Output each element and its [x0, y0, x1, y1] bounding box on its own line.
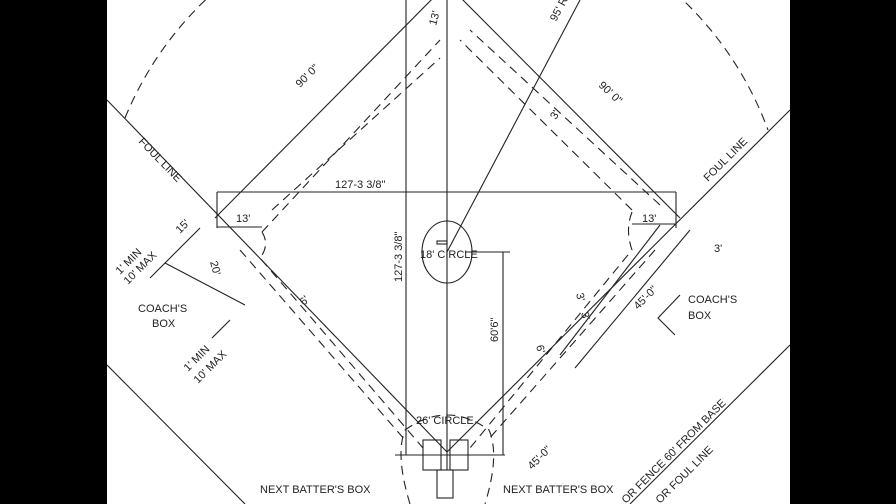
- label-diagonal-h: 127-3 3/8": [335, 179, 385, 191]
- label-coach-left: COACH'S: [138, 303, 187, 315]
- label-diagonal-v: 127-3 3/8": [393, 232, 405, 282]
- batters-box-left: [422, 439, 442, 471]
- label-18-circle: 18' CIRCLE: [420, 249, 478, 261]
- infield-dashed-left-2: [239, 57, 441, 441]
- outfield-arc: [124, 0, 769, 131]
- pitchers-rubber: [436, 240, 448, 245]
- fence-line-left: [106, 364, 246, 504]
- label-20: 20': [207, 260, 222, 277]
- label-3-a: 3': [573, 292, 587, 303]
- infield-dashed-right-2: [469, 29, 661, 441]
- radius-line: [446, 0, 581, 253]
- label-next-batter-left: NEXT BATTER'S BOX: [260, 484, 371, 496]
- fence-line-right: [629, 344, 791, 504]
- label-next-batter-right: NEXT BATTER'S BOX: [503, 484, 614, 496]
- label-3-right: 3': [714, 243, 722, 255]
- batters-box-right: [449, 439, 469, 471]
- paper-area: [107, 0, 790, 504]
- infield-dashed-right: [459, 39, 633, 449]
- label-13-top: 13': [427, 10, 442, 27]
- label-26-circle: 26' CIRCLE: [416, 415, 474, 427]
- foul-line-left: [106, 99, 448, 453]
- label-13-left: 13': [236, 213, 250, 225]
- label-coach-right-box: BOX: [688, 310, 712, 322]
- label-coach-left-box: BOX: [152, 318, 176, 330]
- home-circle: [400, 414, 495, 504]
- infield-dashed-left: [259, 39, 441, 449]
- foul-line-right: [446, 109, 791, 453]
- baseline-third-second: [214, 0, 432, 219]
- catchers-box: [436, 469, 454, 499]
- coach-box-lines: [149, 224, 691, 369]
- baseline-first-second: [462, 0, 681, 219]
- pitchers-circle: [421, 220, 473, 284]
- label-coach-right: COACH'S: [688, 294, 737, 306]
- label-13-right: 13': [642, 213, 656, 225]
- label-60-6: 60'6": [489, 318, 501, 342]
- label-6-right: 6': [533, 344, 547, 355]
- label-3-b: 3': [578, 311, 592, 322]
